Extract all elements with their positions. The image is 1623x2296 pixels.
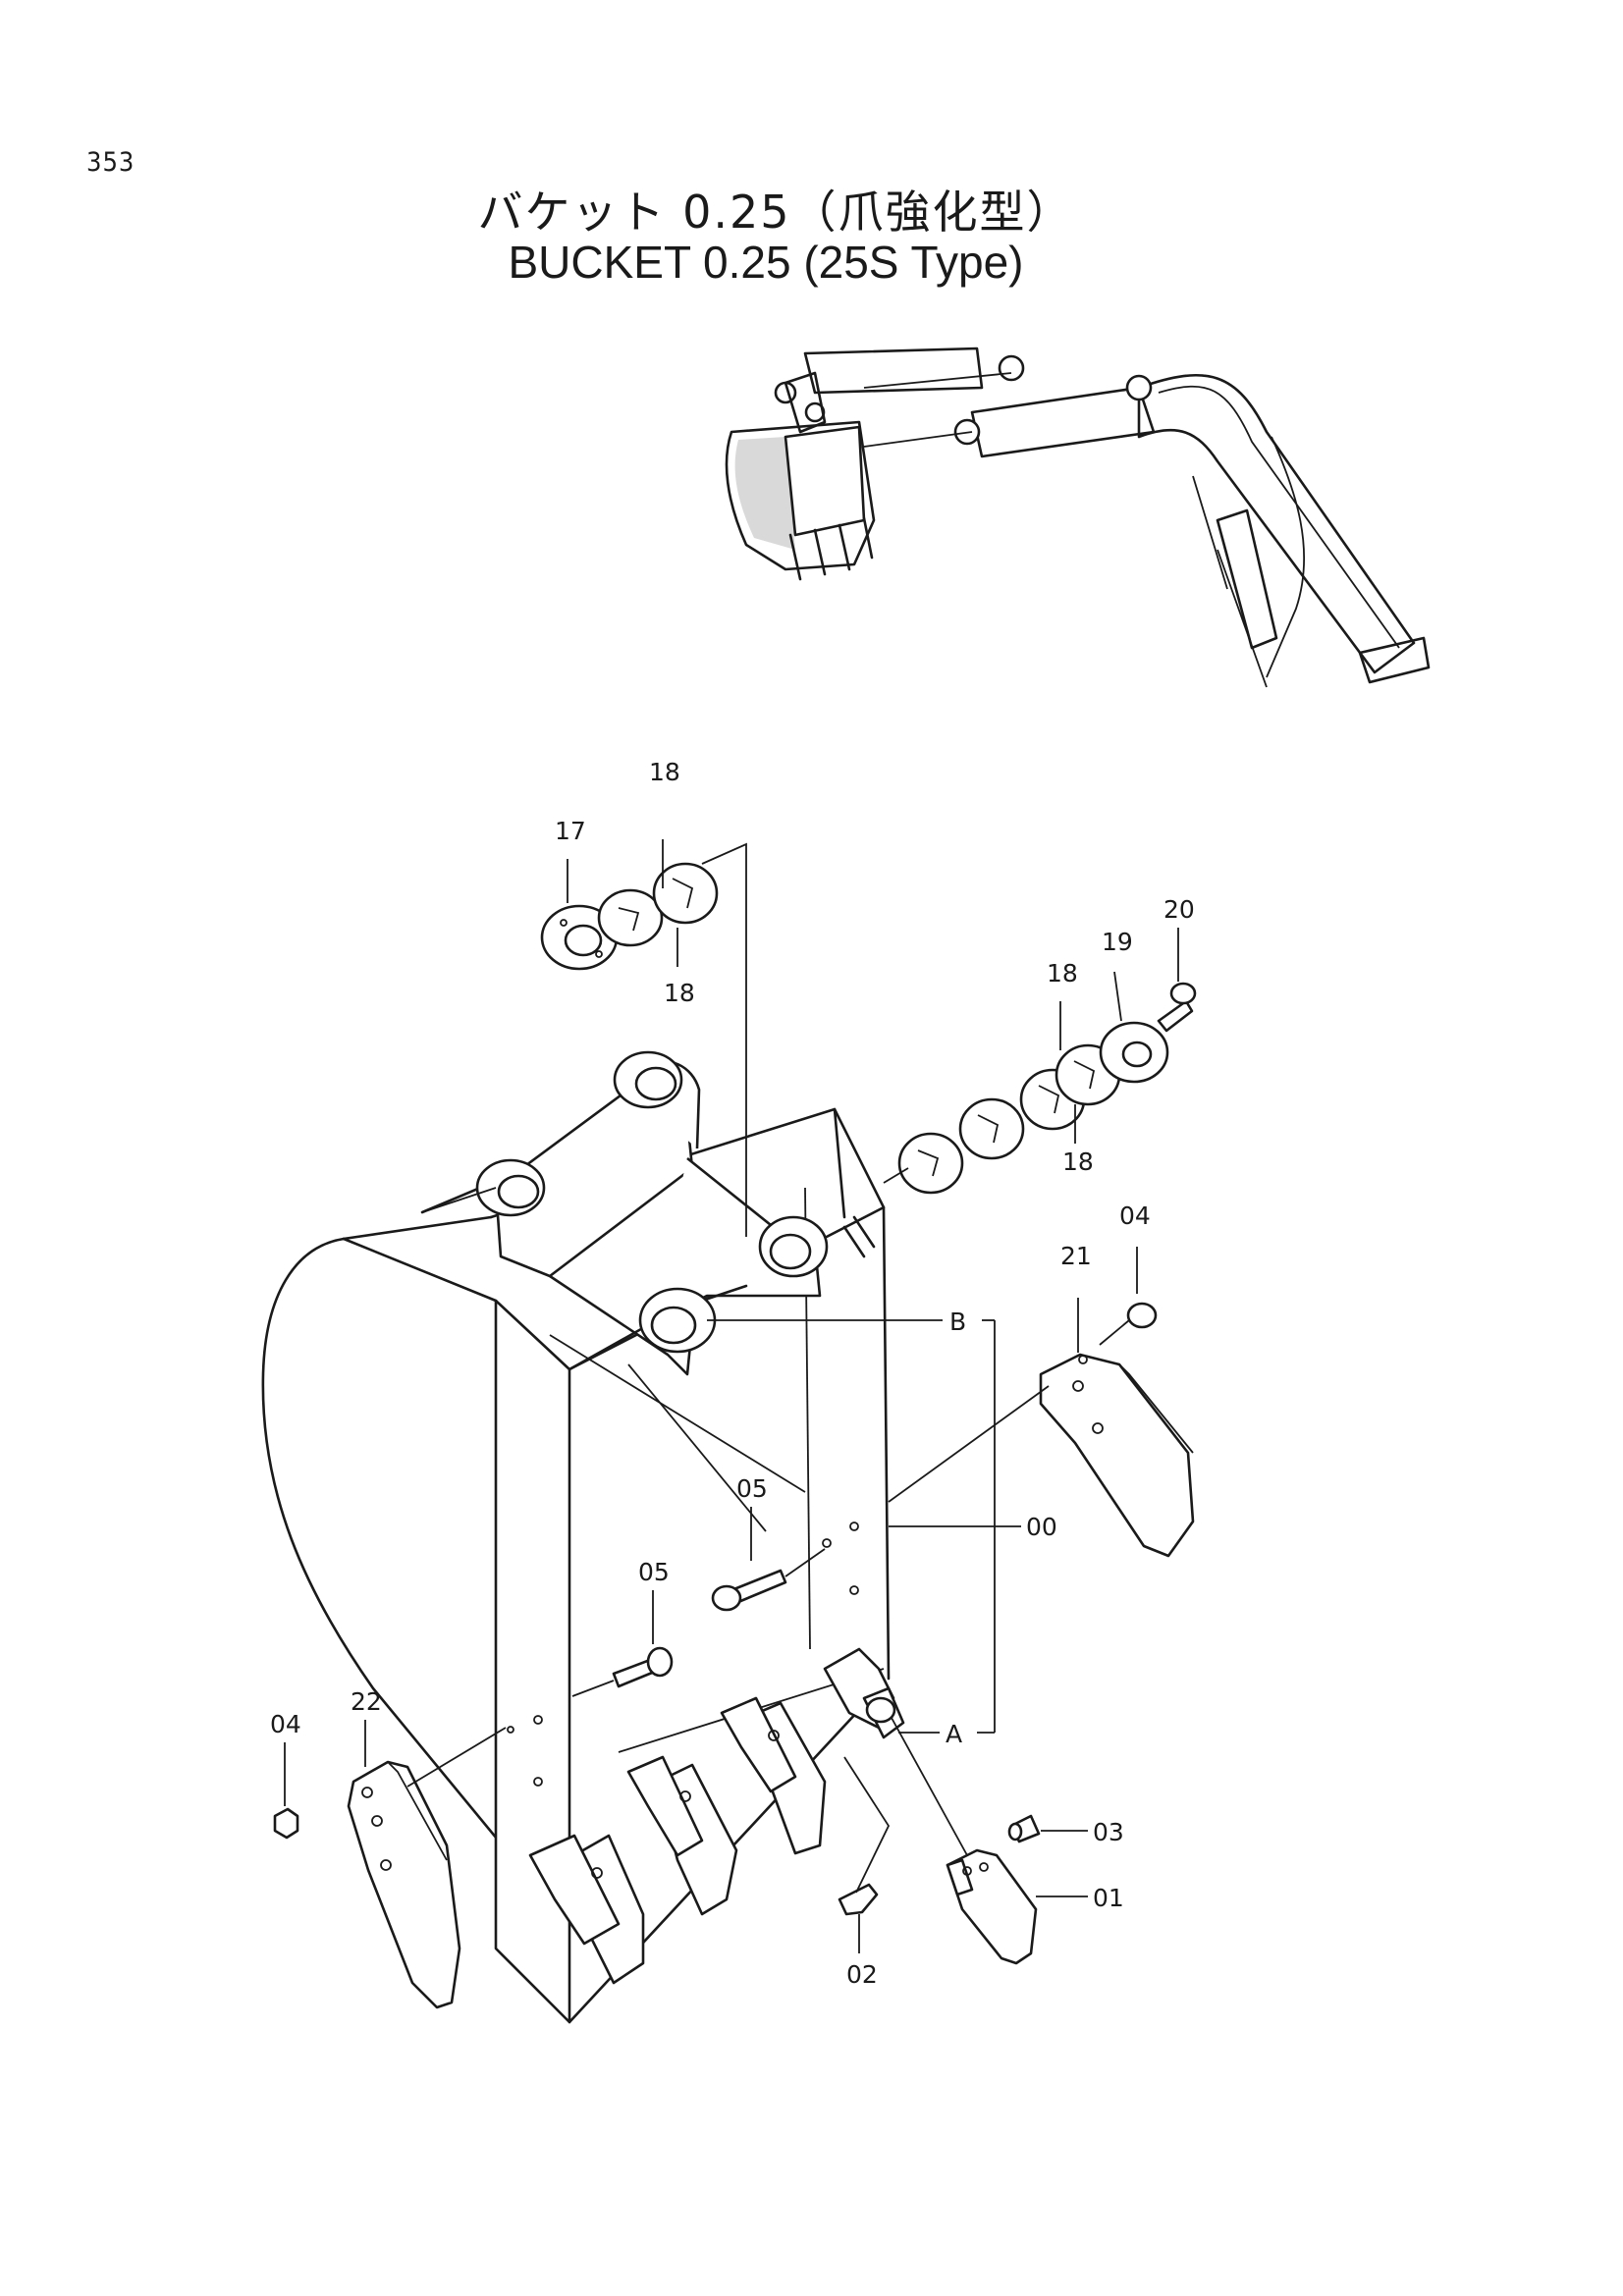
callout-letter-a: A — [946, 1720, 962, 1748]
callout-20: 20 — [1163, 895, 1195, 924]
callout-03: 03 — [1093, 1818, 1124, 1846]
callout-05: 05 — [736, 1474, 768, 1503]
bucket-bracket — [421, 1050, 876, 1376]
callout-labels: 18 17 18 20 19 18 18 04 21 B 05 00 05 22… — [270, 758, 1195, 1989]
callout-02: 02 — [846, 1960, 878, 1989]
callout-22: 22 — [351, 1687, 382, 1716]
side-bolts — [571, 1548, 826, 1697]
shim-set-left — [540, 842, 747, 1237]
callout-18: 18 — [664, 979, 695, 1007]
callout-21: 21 — [1060, 1242, 1092, 1270]
callout-04: 04 — [270, 1710, 301, 1738]
callout-01: 01 — [1093, 1884, 1124, 1912]
callout-00: 00 — [1026, 1513, 1057, 1541]
callout-17: 17 — [555, 817, 586, 845]
callout-19: 19 — [1102, 928, 1133, 956]
callout-18: 18 — [1047, 959, 1078, 988]
excavator-arm-overview — [725, 347, 1431, 688]
teeth-and-adapters — [528, 1647, 1041, 1985]
callout-letter-b: B — [949, 1308, 966, 1336]
side-cutter-right — [888, 1302, 1195, 1558]
reference-leaders — [284, 839, 1179, 1953]
callout-18: 18 — [1062, 1148, 1094, 1176]
side-cutter-left — [273, 1727, 507, 2009]
callout-18: 18 — [649, 758, 680, 786]
callout-04: 04 — [1119, 1201, 1151, 1230]
page-number: 353 — [86, 147, 135, 178]
title-japanese: バケット 0.25（爪強化型） — [477, 186, 1074, 239]
shim-set-right — [883, 982, 1197, 1195]
title-english: BUCKET 0.25 (25S Type) — [508, 237, 1024, 288]
callout-05: 05 — [638, 1558, 670, 1586]
